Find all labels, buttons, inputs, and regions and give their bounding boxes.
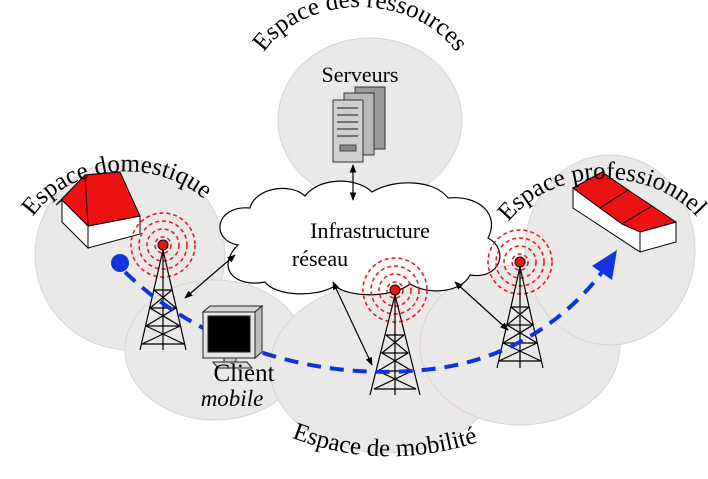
zone-professional	[524, 154, 696, 346]
link-network-antenna-left	[184, 254, 236, 299]
server-rack-icon	[332, 86, 386, 163]
client-label-line1: Client	[213, 360, 274, 387]
link-network-antenna-right	[454, 281, 509, 331]
antenna-tower-left	[130, 212, 196, 351]
monitor-icon	[201, 304, 264, 369]
link-network-antenna-center	[332, 281, 373, 366]
servers-label: Serveurs	[322, 62, 399, 87]
client-label-line2: mobile	[201, 386, 264, 411]
antenna-tower-center	[362, 257, 428, 396]
network-label-line2: réseau	[292, 246, 348, 271]
factory-icon	[572, 171, 678, 253]
cloud-icon	[219, 180, 501, 296]
network-label-line1: Infrastructure	[310, 218, 430, 243]
network-links	[184, 254, 509, 366]
start-point-icon	[111, 254, 129, 272]
house-icon	[55, 171, 141, 250]
path-arrowhead	[592, 250, 617, 280]
